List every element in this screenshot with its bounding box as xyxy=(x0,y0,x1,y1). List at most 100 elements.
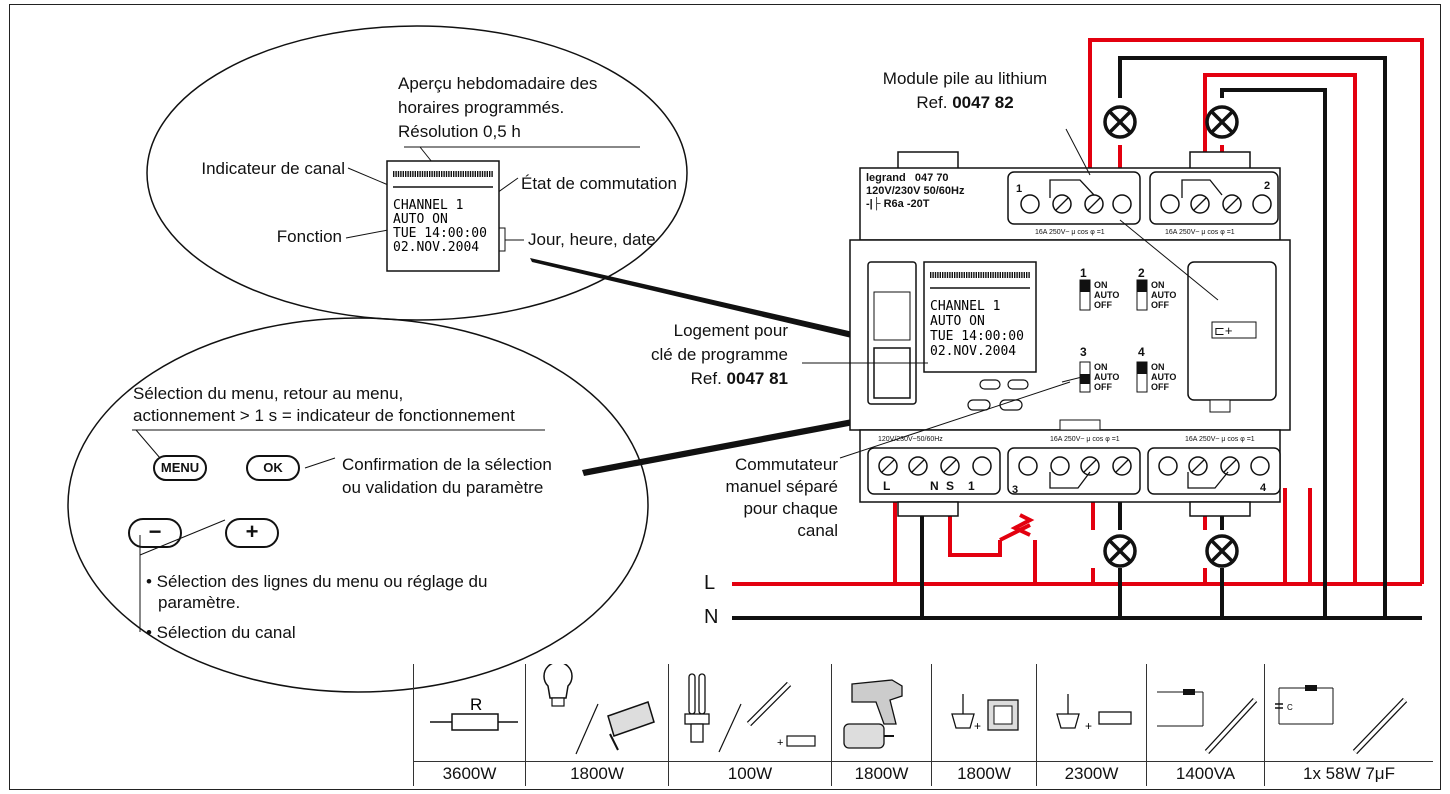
load-cell-incandescent: 1800W xyxy=(525,661,668,786)
terminal-label-N: N xyxy=(930,479,939,493)
lcd-line-state: AUTO ON xyxy=(393,212,448,227)
device-lcd-line-2: AUTO ON xyxy=(930,314,985,329)
minus-button[interactable]: − xyxy=(128,518,182,548)
lamp-icon xyxy=(1205,534,1239,568)
live-line-label: L xyxy=(704,572,716,594)
battery-icon: ⊏+ xyxy=(1214,323,1233,338)
device-brand: legrand xyxy=(866,172,906,184)
halogen-electronic-transformer-icon: + xyxy=(1056,694,1132,733)
live-wiring xyxy=(732,38,1424,586)
load-power-4: 1800W xyxy=(957,764,1011,783)
load-cell-ballast: 1400VA xyxy=(1146,664,1264,786)
load-power-0: 3600W xyxy=(442,764,497,783)
contact-rating-4: 16A 250V~ μ cos φ =1 xyxy=(1185,436,1255,443)
resistor-label: R xyxy=(470,695,482,714)
lcd-line-time: TUE 14:00:00 xyxy=(393,226,487,241)
load-cell-compensated: C 1x 58W 7μF xyxy=(1264,664,1433,786)
indicateur-canal-label: Indicateur de canal xyxy=(201,159,345,178)
contact-rating-3: 16A 250V~ μ cos φ =1 xyxy=(1050,436,1120,443)
resistor-icon: R xyxy=(430,695,518,731)
diagram-frame xyxy=(9,4,1441,790)
selection-menu-label: Sélection du menu, retour au menu,action… xyxy=(133,384,515,425)
load-power-2: 100W xyxy=(727,764,773,783)
load-power-3: 1800W xyxy=(854,764,909,783)
contact-rating-2: 16A 250V~ μ cos φ =1 xyxy=(1165,229,1235,236)
etat-commutation-label: État de commutation xyxy=(521,174,677,193)
terminal-label-1: 1 xyxy=(968,479,975,493)
jour-heure-date-label: Jour, heure, date xyxy=(528,230,656,249)
contact-rating-1: 16A 250V~ μ cos φ =1 xyxy=(1035,229,1105,236)
buttons-callout-ellipse xyxy=(67,317,649,693)
load-power-6: 1400VA xyxy=(1175,764,1236,783)
load-table: R 3600W 1800W + 100W xyxy=(413,661,1433,786)
terminal-label-L: L xyxy=(883,479,891,493)
lcd-line-channel: CHANNEL 1 xyxy=(393,198,463,213)
lamp-icon xyxy=(1205,105,1239,139)
lcd-callout-pointer xyxy=(530,258,862,340)
svg-text:+: + xyxy=(974,719,981,733)
compensated-fluorescent-icon: C xyxy=(1275,685,1408,755)
bullet-selection-lignes: • Sélection des lignes du menu ou réglag… xyxy=(146,572,488,612)
neutral-line-label: N xyxy=(704,606,719,628)
svg-text:+: + xyxy=(1085,719,1092,733)
lamp-icon xyxy=(1103,534,1137,568)
device-model: 047 70 xyxy=(914,172,949,184)
terminal-label-S: S xyxy=(946,479,955,493)
lcd-zoom: CHANNEL 1 AUTO ON TUE 14:00:00 02.NOV.20… xyxy=(386,160,500,272)
motor-drill-icon xyxy=(843,679,903,749)
top-channel-2: 2 xyxy=(1264,180,1271,192)
load-cell-resistor: R 3600W xyxy=(413,664,525,786)
halogen-transformer-icon: + xyxy=(951,694,1019,733)
switch-channel-1: 1 xyxy=(1080,266,1087,280)
incandescent-and-halogen-lamp-icon xyxy=(543,661,655,755)
screw-slots xyxy=(881,197,1239,473)
device-lcd-line-4: 02.NOV.2004 xyxy=(930,344,1016,359)
lcd-line-date: 02.NOV.2004 xyxy=(393,240,479,255)
plus-button[interactable]: + xyxy=(225,518,279,548)
ok-button[interactable]: OK xyxy=(246,455,300,481)
device-brand-block: legrand 047 70 120V/230V 50/60Hz -|├ R6a… xyxy=(866,172,964,211)
device-lcd-line-3: TUE 14:00:00 xyxy=(930,329,1024,344)
fluorescent-tube-ballast-icon xyxy=(1157,689,1258,755)
compact-fluorescent-and-tube-icon: + xyxy=(684,673,816,753)
leader-lines xyxy=(132,128,1219,632)
bottom-channel-4: 4 xyxy=(1260,482,1267,494)
bullet-selection-canal: • Sélection du canal xyxy=(146,623,296,642)
load-power-5: 2300W xyxy=(1064,764,1119,783)
load-cell-motor: 1800W xyxy=(831,664,931,786)
switch-channel-4: 4 xyxy=(1138,345,1145,359)
load-cell-fluorescent: + 100W xyxy=(668,664,831,786)
load-power-7: 1x 58W 7μF xyxy=(1303,764,1395,783)
device-lcd-line-1: CHANNEL 1 xyxy=(930,299,1000,314)
supply-rating: 120V/230V~50/60Hz xyxy=(878,436,943,443)
load-cell-halogen-electronic: + 2300W xyxy=(1036,664,1146,786)
switch-channel-3: 3 xyxy=(1080,345,1087,359)
svg-text:+: + xyxy=(777,737,783,749)
switch-channel-2: 2 xyxy=(1138,266,1145,280)
lcd-callout-ellipse xyxy=(146,25,688,321)
lamp-icon xyxy=(1103,105,1137,139)
device-rating: -|├ R6a -20T xyxy=(866,198,930,210)
device-voltage: 120V/230V 50/60Hz xyxy=(866,185,965,197)
menu-button[interactable]: MENU xyxy=(153,455,207,481)
timer-device xyxy=(849,151,1291,517)
relay-contacts xyxy=(1049,179,1229,489)
capacitor-label: C xyxy=(1287,703,1293,712)
load-power-1: 1800W xyxy=(570,764,624,783)
device-lcd-text: CHANNEL 1 AUTO ON TUE 14:00:00 02.NOV.20… xyxy=(930,299,1024,359)
neutral-wiring xyxy=(732,56,1422,620)
load-table-divider xyxy=(413,761,1433,762)
top-channel-1: 1 xyxy=(1016,183,1023,195)
bottom-channel-3: 3 xyxy=(1012,484,1019,496)
